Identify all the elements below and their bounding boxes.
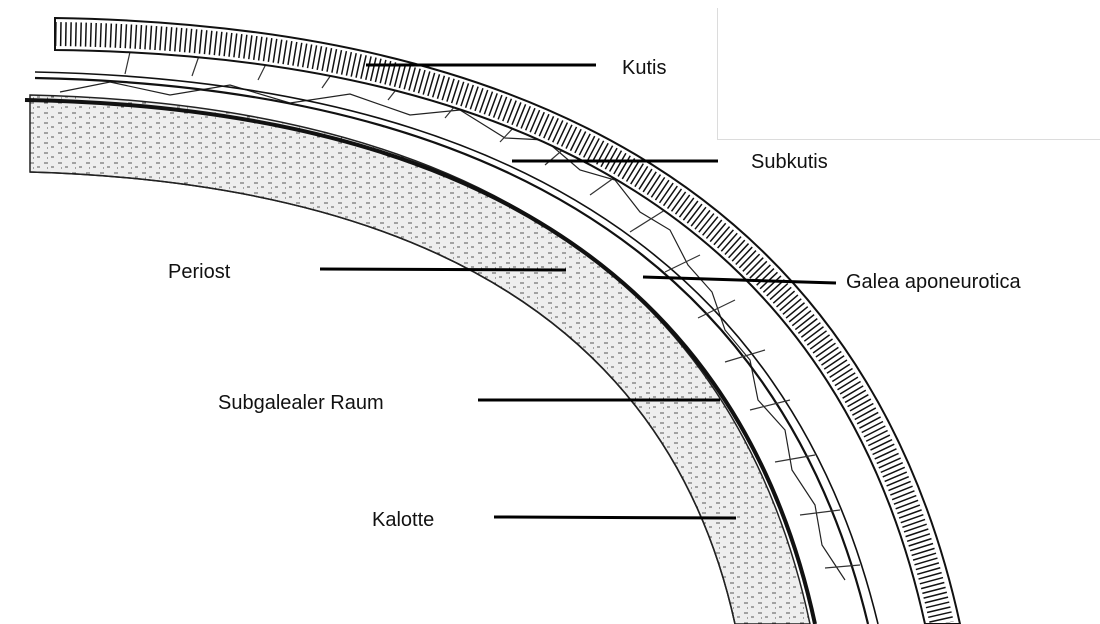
label-galea-aponeurotica: Galea aponeurotica bbox=[846, 272, 1021, 292]
leader-periost bbox=[320, 269, 566, 270]
label-subgalealer-raum: Subgalealer Raum bbox=[218, 393, 384, 413]
kalotte-bone bbox=[30, 95, 810, 624]
label-kutis: Kutis bbox=[622, 58, 666, 78]
label-subkutis: Subkutis bbox=[751, 152, 828, 172]
leader-kalotte bbox=[494, 517, 736, 518]
label-periost: Periost bbox=[168, 262, 230, 282]
label-kalotte: Kalotte bbox=[372, 510, 434, 530]
